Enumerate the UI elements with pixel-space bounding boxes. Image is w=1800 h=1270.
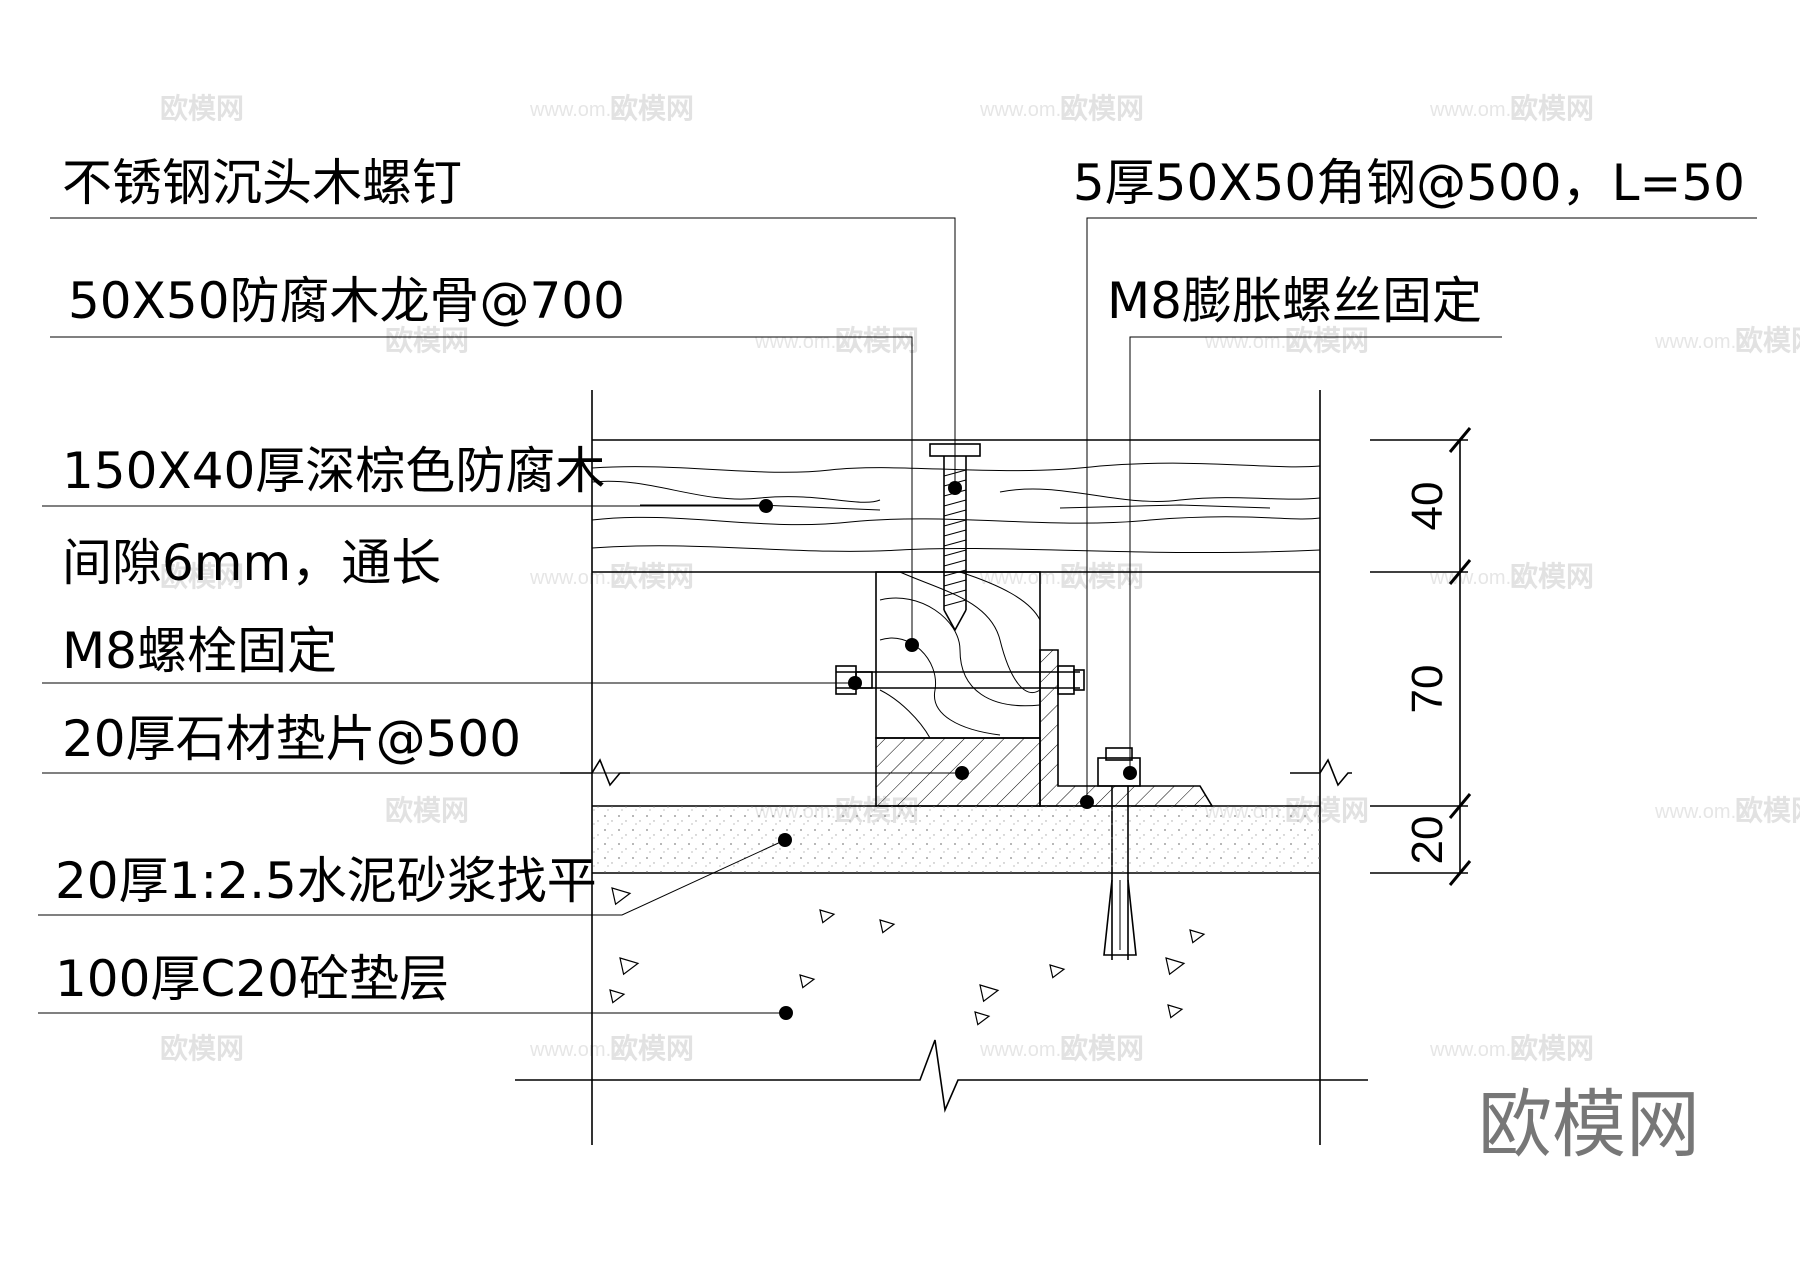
aggregate-mark [799,974,816,989]
watermark-logo: 欧模网 [1510,560,1594,593]
watermark-logo: 欧模网 [1060,1032,1144,1065]
aggregate-mark [979,984,1000,1003]
aggregate-mark [1165,957,1186,976]
watermark-logo: 欧模网 [1510,1032,1594,1065]
watermark-logo: 欧模网 [835,324,919,357]
aggregate-mark [1167,1004,1184,1019]
label-bolt: M8螺栓固定 [62,622,337,680]
watermark-logo: 欧模网 [385,794,469,827]
label-screw: 不锈钢沉头木螺钉 [62,154,462,212]
label-gap: 间隙6mm，通长 [62,534,441,592]
screw-thread [943,519,967,527]
labels-left: 不锈钢沉头木螺钉 50X50防腐木龙骨@700 150X40厚深棕色防腐木 间隙… [55,154,625,1008]
label-pad: 20厚石材垫片@500 [62,710,521,768]
aggregate-mark [819,909,836,924]
watermark-url: www.om.cn [1429,99,1532,121]
screw-thread [943,599,967,607]
screw-thread [943,549,967,557]
watermark-logo: 欧模网 [610,1032,694,1065]
watermark-logo: 欧模网 [385,324,469,357]
aggregate-mark [609,989,626,1004]
dim-40: 40 [1403,482,1452,531]
aggregate-mark [1189,929,1206,944]
watermark-logo: 欧模网 [160,560,244,593]
aggregate-mark [1049,964,1066,979]
screw-thread [943,569,967,577]
watermark-logo: 欧模网 [160,1032,244,1065]
leader-lines [38,217,1757,1014]
aggregate-mark [974,1011,991,1026]
brand-logo: 欧模网 [1478,1082,1700,1168]
through-bolt [835,665,1085,695]
label-angle: 5厚50X50角钢@500，L=50 [1073,154,1745,212]
watermark-logo: 欧模网 [610,560,694,593]
label-concrete: 100厚C20砼垫层 [55,950,449,1008]
labels-right: 5厚50X50角钢@500，L=50 M8膨胀螺丝固定 [1073,154,1745,330]
wood-joist [875,571,1041,739]
label-joist: 50X50防腐木龙骨@700 [68,272,625,330]
watermark-logo: 欧模网 [610,92,694,125]
watermark-logo: 欧模网 [1285,324,1369,357]
watermark-url: www.om.cn [1654,801,1757,823]
watermark-url: www.om.cn [979,1039,1082,1061]
screw-thread [943,509,967,517]
steel-angle [1039,649,1214,807]
dim-70: 70 [1403,665,1452,714]
watermark-logo: 欧模网 [1060,92,1144,125]
watermark-logo: 欧模网 [160,92,244,125]
watermark-url: www.om.cn [529,1039,632,1061]
label-board: 150X40厚深棕色防腐木 [62,442,605,500]
aggregate-mark [879,919,896,934]
screw-thread [943,539,967,547]
dimension-chain: 40 70 20 [1370,427,1472,886]
aggregate-mark [619,957,640,976]
label-mortar: 20厚1:2.5水泥砂浆找平 [55,852,597,910]
screw-thread [943,499,967,507]
screw-thread [943,579,967,587]
leader-dots [759,481,1137,1020]
watermark-url: www.om.cn [529,99,632,121]
concrete-layers [592,806,1320,1026]
aggregate-mark [611,887,632,906]
watermark-logo: 欧模网 [1060,560,1144,593]
dim-20: 20 [1403,816,1452,865]
watermark-url: www.om.cn [979,99,1082,121]
screw-thread [943,529,967,537]
deck-board [591,462,1321,554]
screw-thread [943,589,967,597]
watermark-logo: 欧模网 [1735,324,1800,357]
watermark-url: www.om.cn [1654,331,1757,353]
watermark-logo: 欧模网 [1735,794,1800,827]
screw-thread [943,559,967,567]
watermark-logo: 欧模网 [1510,92,1594,125]
label-anchor: M8膨胀螺丝固定 [1107,272,1482,330]
watermark-url: www.om.cn [1429,1039,1532,1061]
